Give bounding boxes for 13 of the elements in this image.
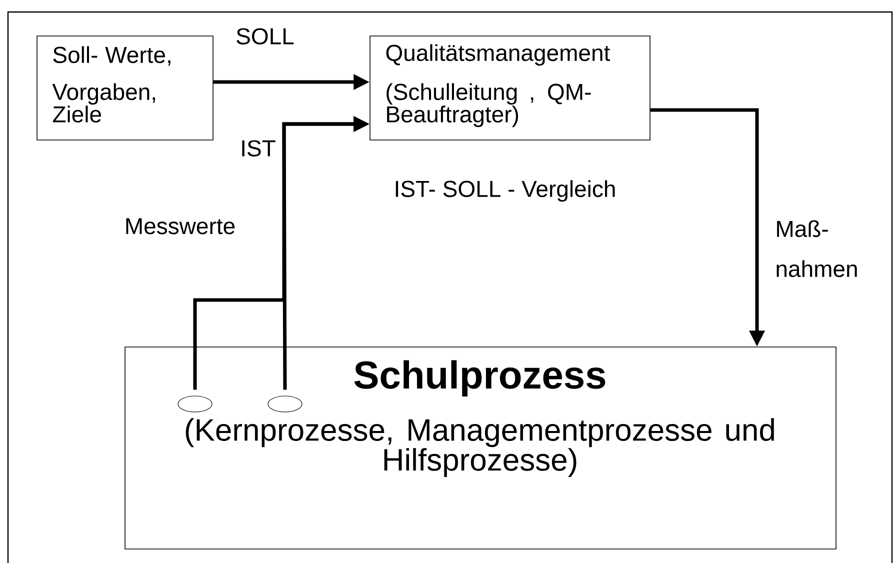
box-text: Soll- Werte,: [53, 46, 170, 66]
box-text: (Kernprozesse, Managementprozesse und Hilfsprozesse): [186, 418, 774, 477]
note-label: Messwerte: [126, 218, 235, 234]
edge-label: SOLL: [236, 28, 294, 44]
box-text: Qualitätsmanagement: [386, 44, 610, 66]
box-text: Vorgaben, Ziele: [52, 83, 155, 123]
box-title: Schulprozess: [354, 360, 606, 397]
note-label: IST- SOLL - Vergleich: [396, 180, 615, 202]
edge-label: Maß- nahmen: [776, 220, 857, 278]
box-text: (Schulleitung , QM- Beauftragter): [386, 83, 591, 128]
edge-label: IST: [242, 140, 276, 156]
ellipse-marker: [178, 396, 212, 412]
ellipse-marker: [268, 396, 302, 412]
